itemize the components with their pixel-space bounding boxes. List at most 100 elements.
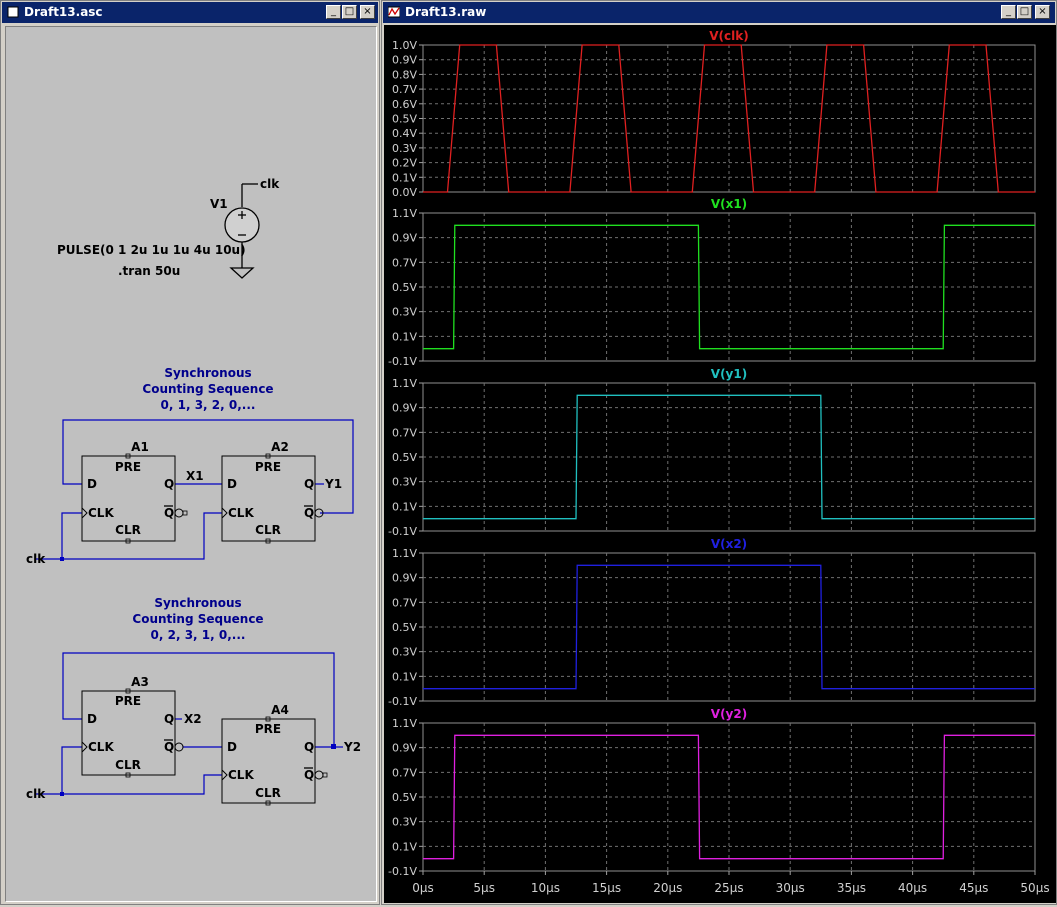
schematic-window[interactable]: Draft13.asc _ □ × clk V1 PULSE(0 1 2u 1u… — [0, 0, 380, 905]
y-tick-label: 0.1V — [392, 840, 417, 853]
x-tick-label: 25µs — [714, 881, 743, 895]
y-tick-label: 0.1V — [392, 330, 417, 343]
a4-q: Q — [304, 740, 314, 754]
y-tick-label: 0.2V — [392, 157, 417, 170]
y-tick-label: 0.9V — [392, 742, 417, 755]
y-tick-label: 0.4V — [392, 127, 417, 140]
a3-clr: CLR — [115, 758, 141, 772]
a1-d: D — [87, 477, 97, 491]
y-tick-label: 0.3V — [392, 142, 417, 155]
y-tick-label: 0.1V — [392, 171, 417, 184]
a3-d: D — [87, 712, 97, 726]
x-tick-label: 45µs — [959, 881, 988, 895]
trace-y1[interactable] — [423, 394, 1035, 520]
y-tick-label: 0.9V — [392, 402, 417, 415]
pane-x1[interactable]: V(x1)1.1V0.9V0.7V0.5V0.3V0.1V-0.1V — [388, 197, 1036, 368]
y-tick-label: 0.1V — [392, 670, 417, 683]
y-tick-label: 0.7V — [392, 83, 417, 96]
trace-clk[interactable] — [423, 44, 1035, 193]
pane-title[interactable]: V(y2) — [711, 707, 747, 721]
minimize-button[interactable]: _ — [1001, 5, 1016, 19]
x-tick-label: 30µs — [776, 881, 805, 895]
y-tick-label: 0.9V — [392, 232, 417, 245]
pane-x2[interactable]: V(x2)1.1V0.9V0.7V0.5V0.3V0.1V-0.1V — [388, 537, 1036, 708]
a4-name: A4 — [271, 703, 289, 717]
a1-clr: CLR — [115, 523, 141, 537]
block1-heading-1: Synchronous — [164, 366, 251, 380]
y-tick-label: -0.1V — [388, 355, 417, 368]
x-tick-label: 35µs — [837, 881, 866, 895]
trace-y2[interactable] — [423, 734, 1035, 860]
junction-dot — [60, 557, 64, 561]
a2-pre: PRE — [255, 460, 281, 474]
schematic-doc-icon — [7, 6, 19, 18]
a2-name: A2 — [271, 440, 289, 454]
waveform-chart[interactable]: V(clk)1.0V0.9V0.8V0.7V0.6V0.5V0.4V0.3V0.… — [384, 25, 1056, 903]
maximize-button[interactable]: □ — [342, 5, 357, 19]
block1-clk-label: clk — [26, 552, 46, 566]
a2-clk: CLK — [228, 506, 254, 520]
y-tick-label: 1.1V — [392, 547, 417, 560]
a1-q: Q — [164, 477, 174, 491]
y-tick-label: 0.3V — [392, 306, 417, 319]
waveform-doc-icon — [388, 6, 400, 18]
waveform-titlebar[interactable]: Draft13.raw _ □ × — [383, 2, 1055, 23]
y-tick-label: 0.7V — [392, 426, 417, 439]
trace-x2[interactable] — [423, 564, 1035, 690]
trace-x1[interactable] — [423, 224, 1035, 350]
a1-qbar: Q — [164, 506, 174, 520]
y-tick-label: 0.9V — [392, 572, 417, 585]
block2-heading-2: Counting Sequence — [132, 612, 263, 626]
a3-qbar: Q — [164, 740, 174, 754]
a4-clk: CLK — [228, 768, 254, 782]
a2-clr: CLR — [255, 523, 281, 537]
maximize-button[interactable]: □ — [1017, 5, 1032, 19]
y-tick-label: 0.3V — [392, 646, 417, 659]
source-value: PULSE(0 1 2u 1u 1u 4u 10u) — [57, 243, 246, 257]
a2-q: Q — [304, 477, 314, 491]
x-tick-label: 5µs — [473, 881, 495, 895]
close-button[interactable]: × — [360, 5, 375, 19]
pane-title[interactable]: V(clk) — [709, 29, 748, 43]
pane-title[interactable]: V(x2) — [711, 537, 747, 551]
a4-clr: CLR — [255, 786, 281, 800]
y-tick-label: 0.5V — [392, 791, 417, 804]
block2-clk-label: clk — [26, 787, 46, 801]
pane-title[interactable]: V(y1) — [711, 367, 747, 381]
a3-clk: CLK — [88, 740, 114, 754]
close-button[interactable]: × — [1035, 5, 1050, 19]
schematic-canvas[interactable]: clk V1 PULSE(0 1 2u 1u 1u 4u 10u) .tran … — [5, 26, 377, 902]
block1-heading-3: 0, 1, 3, 2, 0,... — [161, 398, 256, 412]
minimize-button[interactable]: _ — [326, 5, 341, 19]
pane-y1[interactable]: V(y1)1.1V0.9V0.7V0.5V0.3V0.1V-0.1V — [388, 367, 1036, 538]
a1-pre: PRE — [115, 460, 141, 474]
a2-d: D — [227, 477, 237, 491]
source-name: V1 — [210, 197, 228, 211]
y-tick-label: 0.5V — [392, 113, 417, 126]
a2-qbar: Q — [304, 506, 314, 520]
flip-flop-a3[interactable]: A3 PRE D Q Q CLK CLR — [81, 675, 184, 778]
tran-directive[interactable]: .tran 50u — [118, 264, 180, 278]
pane-clk[interactable]: V(clk)1.0V0.9V0.8V0.7V0.6V0.5V0.4V0.3V0.… — [392, 29, 1036, 199]
a4-pre: PRE — [255, 722, 281, 736]
block1-wires — [36, 419, 354, 560]
voltage-source[interactable] — [224, 183, 260, 279]
y-tick-label: 0.8V — [392, 68, 417, 81]
pane-title[interactable]: V(x1) — [711, 197, 747, 211]
flip-flop-a4[interactable]: A4 PRE D Q Q CLK CLR — [221, 703, 328, 806]
junction-dot — [331, 744, 336, 749]
x-tick-label: 10µs — [531, 881, 560, 895]
flip-flop-a1[interactable]: A1 PRE D Q Q CLK CLR — [81, 440, 188, 544]
flip-flop-a2[interactable]: A2 PRE D Q Q CLK CLR — [221, 440, 324, 544]
y-tick-label: 0.1V — [392, 500, 417, 513]
a3-name: A3 — [131, 675, 149, 689]
block1-heading-2: Counting Sequence — [142, 382, 273, 396]
a1-clk: CLK — [88, 506, 114, 520]
source-node-label: clk — [260, 177, 280, 191]
pane-y2[interactable]: V(y2)1.1V0.9V0.7V0.5V0.3V0.1V-0.1V — [388, 707, 1036, 878]
schematic-titlebar[interactable]: Draft13.asc _ □ × — [2, 2, 378, 23]
y-tick-label: 0.7V — [392, 766, 417, 779]
